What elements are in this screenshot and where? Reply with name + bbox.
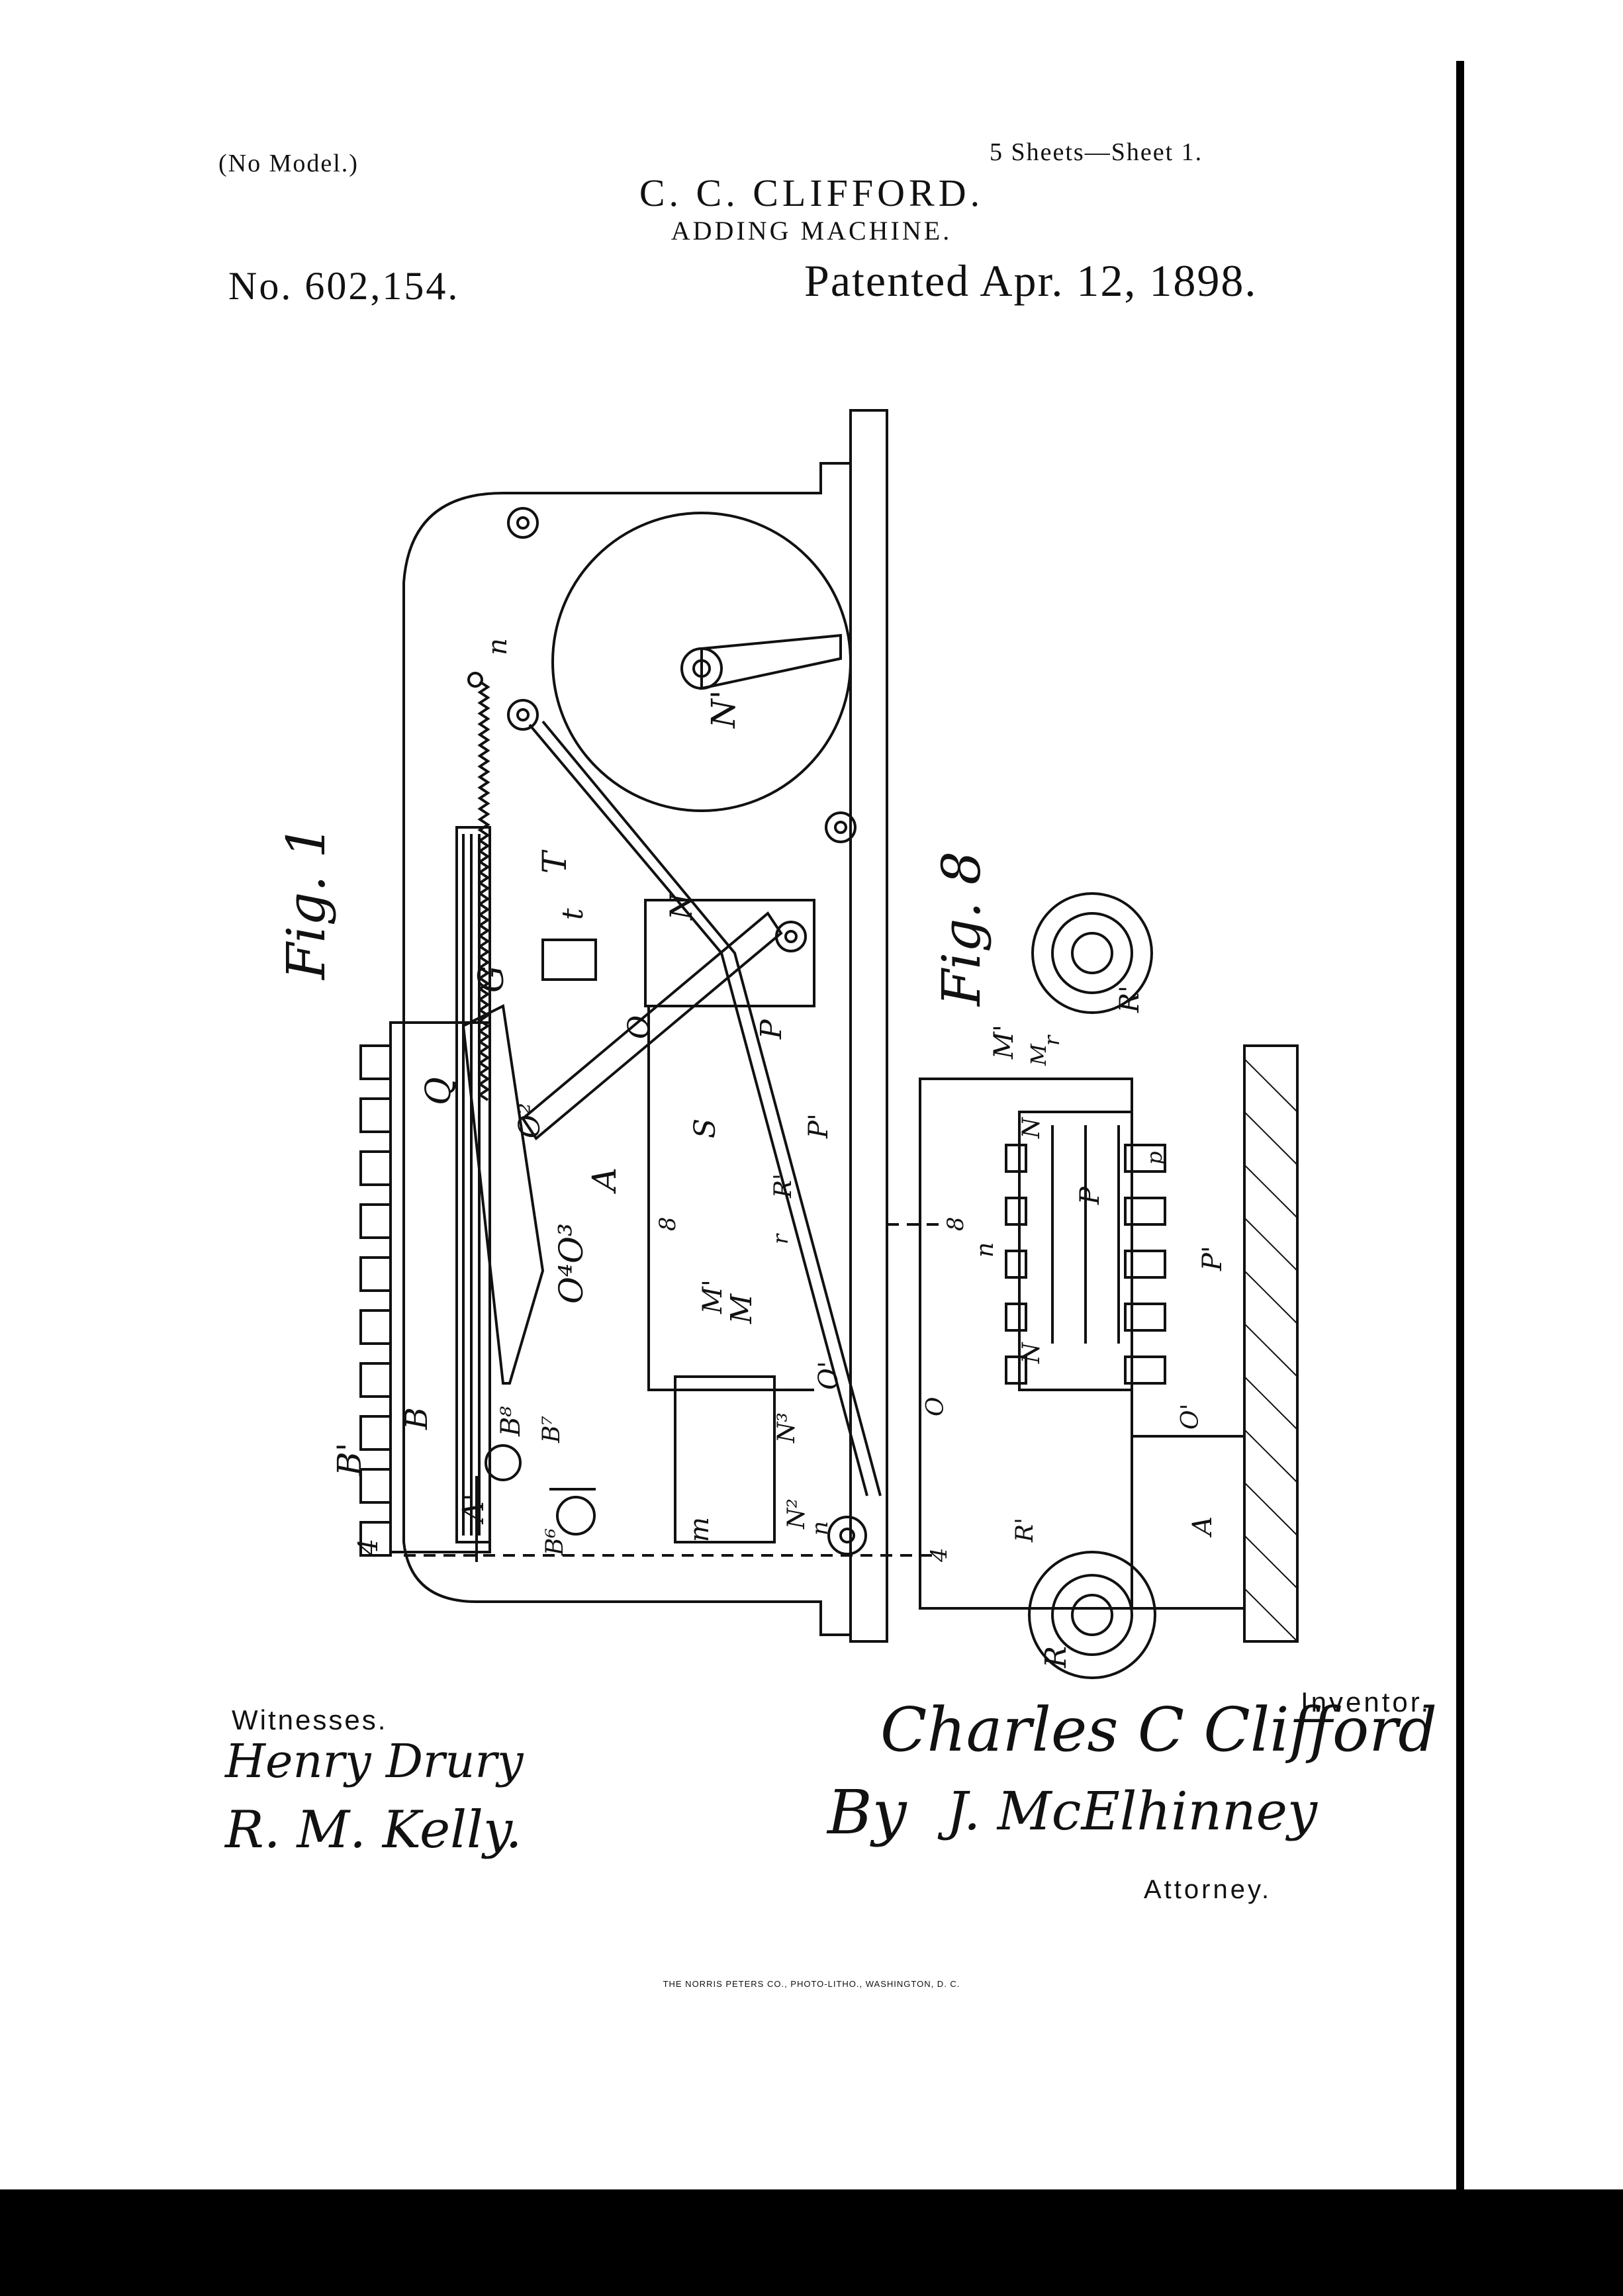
fig8-label-P: P	[1075, 1186, 1105, 1205]
paper-stack	[455, 826, 491, 1543]
label-B: B	[398, 1407, 434, 1430]
label-r: r	[768, 1233, 793, 1244]
lever-G	[461, 1003, 545, 1385]
attorney-label: Attorney.	[1144, 1875, 1272, 1904]
roll-R	[1028, 1551, 1156, 1679]
belt-N	[528, 723, 868, 1496]
label-B8: B⁸	[496, 1406, 526, 1437]
label-n-top: n	[483, 638, 513, 655]
frame-A	[644, 899, 815, 1007]
witness-signature-2: R. M. Kelly.	[225, 1800, 522, 1860]
fig8-label-N-low: N	[1018, 1342, 1045, 1364]
label-B7: B⁷	[538, 1416, 565, 1444]
wheel-N1	[551, 512, 852, 812]
label-t: t	[556, 908, 590, 920]
label-O1: O'	[813, 1361, 844, 1390]
label-N-main: N	[663, 892, 699, 921]
label-N2: N²	[783, 1498, 810, 1530]
fig8-label-A: A	[1187, 1516, 1218, 1538]
fig8-label-4: 4	[926, 1547, 952, 1563]
label-G: G	[472, 965, 512, 993]
inventor-name: C. C. CLIFFORD.	[639, 171, 984, 214]
patent-number: No. 602,154.	[228, 264, 460, 308]
label-O2: O²	[513, 1103, 547, 1138]
label-A: A	[585, 1168, 624, 1194]
label-P1: P'	[804, 1113, 834, 1139]
fig8-label-O: O	[922, 1397, 949, 1416]
block-m	[674, 1375, 776, 1543]
attorney-signature: J. McElhinney	[947, 1780, 1318, 1842]
fig8-base	[1243, 1044, 1299, 1643]
fig8-label-n: n	[972, 1242, 999, 1258]
by-text: By	[827, 1777, 907, 1848]
spring-T	[477, 680, 490, 1101]
label-T: T	[535, 849, 574, 874]
key-row	[359, 1044, 392, 1557]
patent-title: ADDING MACHINE.	[671, 216, 952, 246]
fig8-label-P1: P'	[1197, 1246, 1228, 1271]
label-O3: O⁴O³	[552, 1223, 590, 1304]
printer-credit: THE NORRIS PETERS CO., PHOTO-LITHO., WAS…	[663, 1979, 960, 1989]
fig8-label-Rp: R'	[1011, 1518, 1039, 1543]
piece-t	[541, 939, 597, 981]
fig8-pins	[1051, 1125, 1120, 1344]
housing-outline	[402, 462, 851, 1636]
label-O: O	[622, 1015, 656, 1039]
roll-R1	[1031, 892, 1153, 1014]
fig8-label-p: p	[1142, 1152, 1167, 1165]
no-model-note: (No Model.)	[218, 150, 359, 177]
label-S: S	[688, 1119, 722, 1138]
label-n-bottom: n	[807, 1521, 833, 1536]
label-4-left: 4	[353, 1539, 384, 1556]
witnesses-label: Witnesses.	[232, 1704, 388, 1735]
link-O	[521, 911, 783, 1140]
fig8-label-M1: M'	[989, 1025, 1019, 1060]
fig8-label-8: 8	[943, 1217, 969, 1231]
scan-edge-right	[1456, 61, 1464, 2189]
sheet-number: 5 Sheets—Sheet 1.	[990, 138, 1203, 166]
label-A1: A'	[457, 1493, 490, 1525]
inventor-label: Inventor.	[1301, 1686, 1432, 1718]
label-P: P	[755, 1019, 788, 1040]
fig8-blocks	[1005, 1144, 1166, 1385]
fig8-label-R1: R'	[1115, 986, 1145, 1013]
fig1-label: Fig. 1	[275, 825, 337, 981]
fig8-hatching	[1244, 1058, 1298, 1642]
label-M: M	[725, 1293, 759, 1324]
inventor-signature: Charles C Clifford	[880, 1694, 1438, 1765]
witness-signature-1: Henry Drury	[225, 1734, 524, 1788]
label-R1-left: R'	[770, 1173, 797, 1199]
fig8-label: Fig. 8	[931, 851, 992, 1007]
label-B1: B'	[330, 1443, 369, 1477]
scan-edge-bottom	[0, 2189, 1623, 2296]
base-plate	[849, 409, 888, 1643]
fig8-label-R: R	[1039, 1646, 1073, 1669]
label-N1: N'	[704, 690, 743, 729]
label-Q: Q	[419, 1077, 459, 1105]
label-N3: N³	[773, 1412, 800, 1444]
label-8: 8	[655, 1217, 681, 1231]
patent-date: Patented Apr. 12, 1898.	[804, 255, 1258, 306]
fig8-label-r: r	[1039, 1034, 1064, 1046]
fig8-label-M: M	[1026, 1043, 1051, 1066]
label-m: m	[684, 1517, 715, 1542]
label-M1: M'	[698, 1279, 728, 1314]
fig8-label-N: N	[1018, 1117, 1045, 1139]
label-B6: B⁶	[541, 1528, 569, 1556]
fig8-label-O1: O'	[1177, 1404, 1204, 1430]
